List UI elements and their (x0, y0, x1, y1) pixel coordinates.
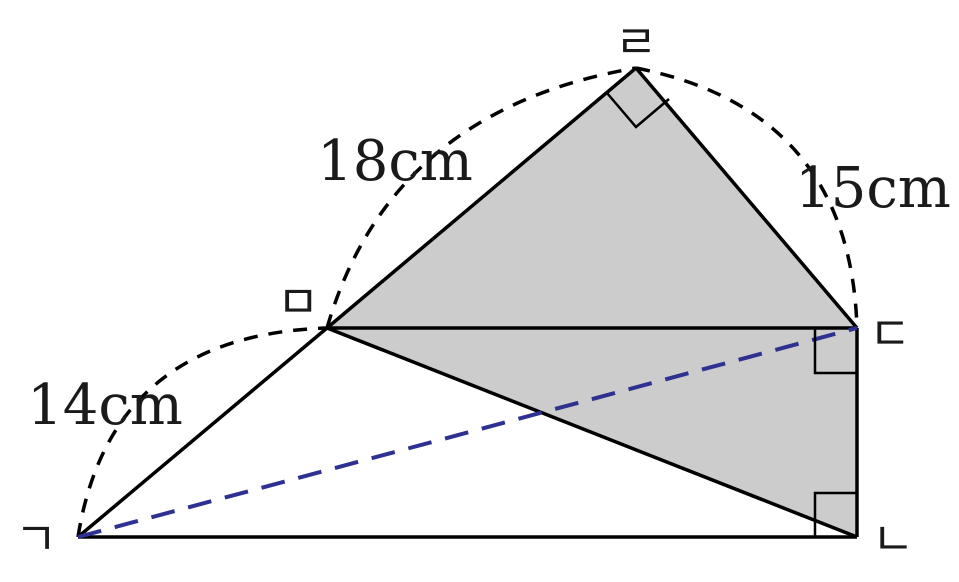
diagonal-giyeok-digeut (77, 326, 858, 539)
right-angle-rieul (606, 92, 670, 129)
right-angle-digeut (813, 328, 857, 375)
vertex-label-digeut: ㄷ (869, 307, 911, 361)
vertex-label-giyeok: ㄱ (15, 512, 57, 566)
vertex-label-mieum: ㅁ (277, 275, 319, 329)
shaded-triangle-top (327, 68, 857, 328)
measure-label-mieum-giyeok: 14cm (27, 373, 183, 438)
arc-rieul-digeut (635, 66, 859, 329)
arc-mieum-rieul (325, 66, 637, 329)
edge-mieum-nieun (326, 326, 858, 539)
measure-label-rieul-mieum: 18cm (317, 129, 473, 194)
vertex-label-rieul: ㄹ (615, 15, 657, 69)
arc-giyeok-mieum (76, 326, 328, 538)
measure-label-rieul-digeut: 15cm (795, 156, 951, 221)
edge-rieul-digeut (634, 66, 859, 330)
edge-giyeok-mieum (76, 326, 329, 539)
vertex-label-nieun: ㄴ (872, 512, 914, 566)
right-angle-nieun (813, 491, 857, 537)
edge-mieum-rieul (325, 66, 638, 330)
